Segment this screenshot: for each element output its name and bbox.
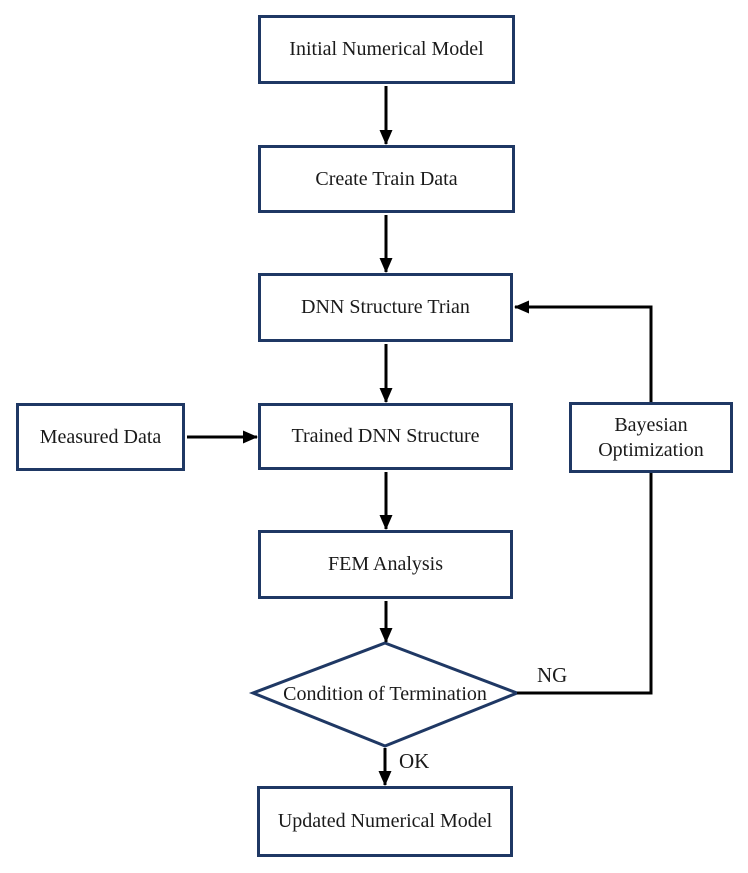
node-condition-of-termination-label: Condition of Termination (283, 683, 487, 705)
node-initial-numerical-model-label: Initial Numerical Model (289, 38, 484, 60)
node-dnn-structure-trian: DNN Structure Trian (258, 273, 513, 342)
node-initial-numerical-model: Initial Numerical Model (258, 15, 515, 84)
node-trained-dnn-structure-label: Trained DNN Structure (291, 425, 480, 447)
edge-label-ok: OK (399, 749, 430, 773)
node-bayesian-optimization: Bayesian Optimization (569, 402, 733, 473)
node-bayesian-optimization-label: Bayesian Optimization (598, 413, 704, 461)
node-fem-analysis-label: FEM Analysis (327, 553, 444, 575)
node-measured-data: Measured Data (16, 403, 185, 471)
edge-label-ng: NG (537, 663, 568, 687)
node-trained-dnn-structure: Trained DNN Structure (258, 403, 513, 470)
node-create-train-data: Create Train Data (258, 145, 515, 213)
edge-ng-feedback-loop (514, 300, 653, 695)
node-measured-data-label: Measured Data (39, 425, 162, 448)
node-updated-numerical-model: Updated Numerical Model (257, 786, 513, 857)
node-updated-numerical-model-label: Updated Numerical Model (277, 810, 493, 832)
node-fem-analysis: FEM Analysis (258, 530, 513, 599)
node-create-train-data-label: Create Train Data (315, 167, 458, 190)
decision-diamond-shape (248, 641, 522, 748)
node-dnn-structure-trian-label: DNN Structure Trian (301, 296, 470, 318)
